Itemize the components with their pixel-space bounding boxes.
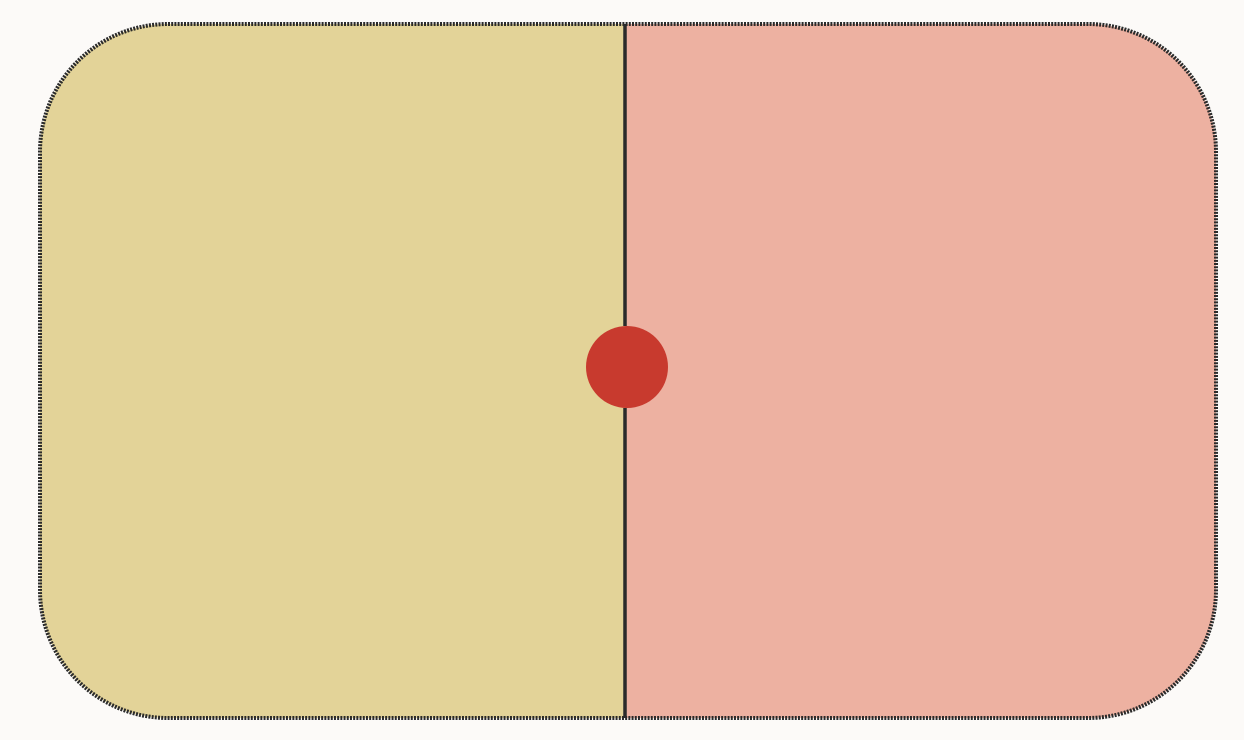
regions-group: [40, 24, 1216, 718]
right-region: [625, 24, 1216, 718]
center-dot: [586, 326, 668, 408]
left-region: [40, 24, 625, 718]
